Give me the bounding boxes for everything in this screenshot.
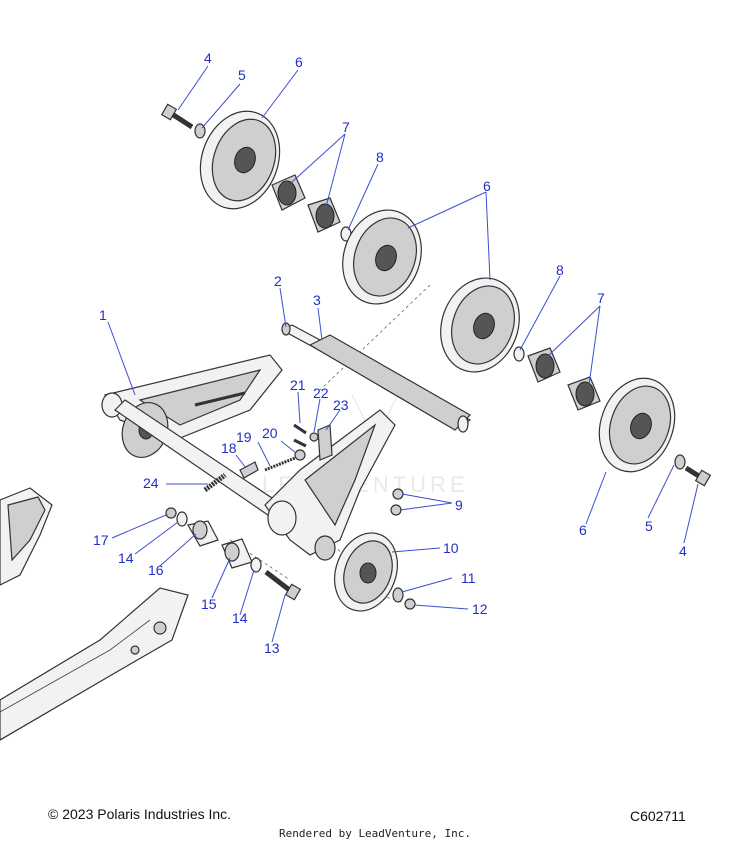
bolt-4a <box>160 103 194 130</box>
callout-4-top: 4 <box>204 50 212 66</box>
callout-21: 21 <box>290 377 306 393</box>
bolt-13 <box>264 570 302 601</box>
callout-6-mid: 6 <box>483 178 491 194</box>
idler-wheel-6c <box>440 277 520 373</box>
callout-15: 15 <box>201 596 217 612</box>
callout-3: 3 <box>313 292 321 308</box>
spring-24 <box>203 473 227 492</box>
pivot-18 <box>239 461 259 479</box>
callout-10: 10 <box>443 540 459 556</box>
callout-7-right: 7 <box>597 290 605 306</box>
callout-8-top: 8 <box>376 149 384 165</box>
adjuster-19 <box>264 456 296 472</box>
idler-wheel-6b <box>342 209 422 305</box>
rear-arm-bracket <box>264 409 396 561</box>
callout-23: 23 <box>333 397 349 413</box>
bolt-12 <box>404 598 416 610</box>
washer-14b <box>250 557 262 573</box>
washer-5b <box>674 454 686 470</box>
callout-22: 22 <box>313 385 329 401</box>
callout-11: 11 <box>461 570 476 586</box>
callout-13: 13 <box>264 640 280 656</box>
bushing-16 <box>187 520 219 547</box>
spacer-15 <box>221 538 253 569</box>
leader-lines <box>107 65 699 643</box>
bearing-7a <box>271 174 341 233</box>
callout-6-top: 6 <box>295 54 303 70</box>
nut-20 <box>294 449 306 461</box>
bolt-21 <box>293 423 307 448</box>
callout-20: 20 <box>262 425 278 441</box>
copyright-text: © 2023 Polaris Industries Inc. <box>48 806 232 822</box>
callout-12: 12 <box>472 601 488 617</box>
rendered-by-text: Rendered by LeadVenture, Inc. <box>278 827 472 840</box>
nut-17 <box>165 507 177 519</box>
idler-wheel-6a <box>199 110 281 210</box>
callout-14-right: 14 <box>232 610 248 626</box>
callout-24: 24 <box>143 475 159 491</box>
callout-16: 16 <box>148 562 164 578</box>
callout-19: 19 <box>236 429 252 445</box>
nut-22 <box>309 432 319 442</box>
callout-5-bottom: 5 <box>645 518 653 534</box>
rear-frame-rails <box>0 487 189 741</box>
callout-7-top: 7 <box>342 119 350 135</box>
callout-2: 2 <box>274 273 282 289</box>
diagram-code: C602711 <box>630 808 686 824</box>
axle-shaft-2 <box>280 322 472 433</box>
callout-labels: 4 5 6 7 8 6 8 7 1 2 3 21 22 23 19 20 18 … <box>93 50 687 656</box>
idler-wheel-6d <box>598 377 676 473</box>
bearing-7b <box>527 347 601 411</box>
callout-4-bottom: 4 <box>679 543 687 559</box>
callout-9: 9 <box>455 497 463 513</box>
callout-1: 1 <box>99 307 107 323</box>
callout-5-top: 5 <box>238 67 246 83</box>
nuts-9 <box>390 488 404 516</box>
plate-23 <box>317 424 333 461</box>
callout-18: 18 <box>221 440 237 456</box>
callout-14-left: 14 <box>118 550 134 566</box>
washer-14a <box>176 511 188 527</box>
wheel-10 <box>334 532 398 612</box>
washer-11 <box>392 587 404 603</box>
callout-8-right: 8 <box>556 262 564 278</box>
bolt-4b <box>684 465 712 487</box>
spacer-8b <box>513 346 525 362</box>
callout-6-bottom: 6 <box>579 522 587 538</box>
callout-17: 17 <box>93 532 109 548</box>
